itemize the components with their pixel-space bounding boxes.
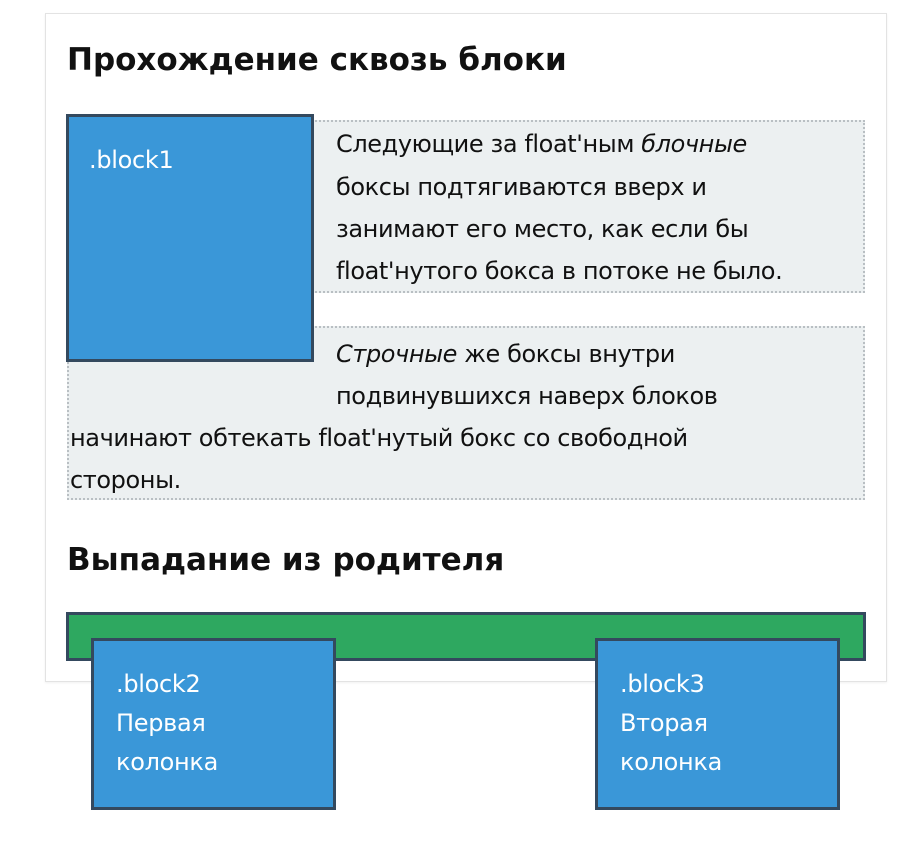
para2-line1: Строчные же боксы внутри: [336, 336, 675, 372]
block3-line3: колонка: [620, 748, 722, 776]
float-block-3: .block3 Вторая колонка: [595, 638, 840, 810]
float-block-2: .block2 Первая колонка: [91, 638, 336, 810]
para1-line3: занимают его место, как если бы: [336, 215, 749, 243]
section-title-falling-out-of-parent: Выпадание из родителя: [67, 542, 505, 578]
para1-line2: боксы подтягиваются вверх и: [336, 173, 707, 201]
para2-line2: подвинувшихся наверх блоков: [336, 382, 718, 410]
section-title-passing-through-blocks: Прохождение сквозь блоки: [67, 42, 567, 78]
block2-line3: колонка: [116, 748, 218, 776]
para1-line1-text: Следующие за float'ным: [336, 130, 642, 158]
block2-line2: Первая: [116, 709, 206, 737]
para1-line1: Следующие за float'ным блочные: [336, 126, 747, 162]
para2-line1-text: же боксы внутри: [457, 340, 675, 368]
para1-line1-emphasis: блочные: [641, 130, 747, 158]
block1-label: .block1: [89, 146, 174, 174]
block2-label: .block2: [116, 670, 201, 698]
para2-line1-emphasis: Строчные: [336, 340, 458, 368]
para1-line4: float'нутого бокса в потоке не было.: [336, 257, 783, 285]
block3-line2: Вторая: [620, 709, 708, 737]
para2-line3: начинают обтекать float'нутый бокс со св…: [70, 424, 688, 452]
block3-label: .block3: [620, 670, 705, 698]
float-block-1: .block1: [66, 114, 314, 362]
para2-line4: стороны.: [70, 466, 181, 494]
